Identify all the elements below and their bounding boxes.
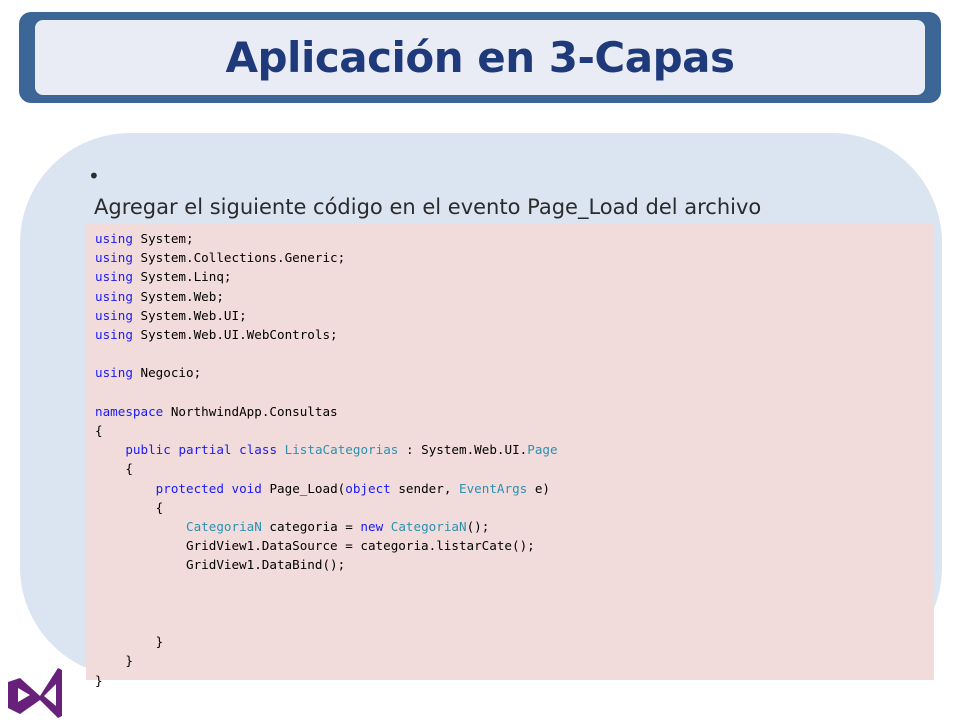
code-line: } (95, 634, 164, 650)
code-line: CategoriaN categoria = new CategoriaN(); (186, 519, 490, 535)
code-line: using System; (95, 231, 194, 246)
title-box: Aplicación en 3-Capas (35, 20, 925, 95)
code-line: } (95, 672, 103, 688)
code-line: namespace NorthwindApp.Consultas (95, 403, 338, 419)
code-line: using System.Web; (95, 288, 224, 304)
code-line: { (95, 499, 164, 515)
code-line: protected void Page_Load(object sender, … (155, 480, 551, 496)
code-line: using System.Linq; (95, 269, 232, 285)
code-line: { (95, 461, 133, 477)
code-line: using System.Collections.Generic; (95, 250, 346, 266)
code-line: public partial class ListaCategorias : S… (125, 442, 558, 458)
code-line: { (95, 423, 103, 439)
code-line: GridView1.DataSource = categoria.listarC… (95, 538, 535, 554)
code-line: using System.Web.UI; (95, 307, 247, 323)
bullet-dot-icon: • (88, 164, 100, 188)
code-box: using System; using System.Collections.G… (86, 224, 934, 688)
code-line: using System.Web.UI.WebControls; (95, 327, 338, 343)
code-line: } (95, 653, 133, 669)
code-line: GridView1.DataBind(); (95, 557, 346, 573)
code-line: using Negocio; (95, 365, 202, 381)
slide-title: Aplicación en 3-Capas (225, 33, 735, 82)
code-block: using System; using System.Collections.G… (95, 229, 558, 690)
visual-studio-icon (8, 668, 62, 718)
title-frame: Aplicación en 3-Capas (19, 12, 941, 103)
